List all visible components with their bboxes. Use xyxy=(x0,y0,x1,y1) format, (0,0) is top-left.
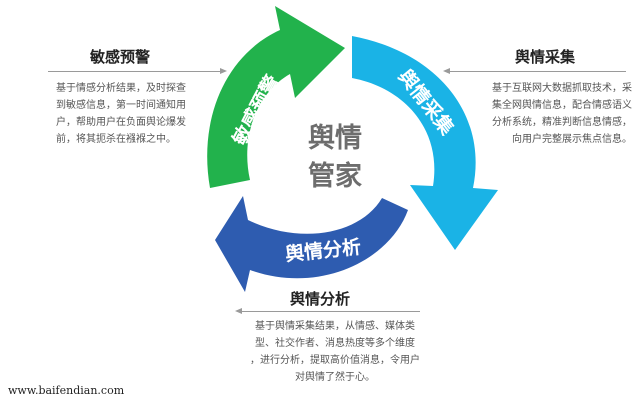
right-text-line: 向用户完整展示焦点信息。 xyxy=(512,134,632,145)
left-section-text: 基于情感分析结果，及时探查 到敏感信息，第一时间通知用 户，帮助用户在负面舆论爆… xyxy=(56,80,216,148)
bottom-section-text: 基于舆情采集结果，从情感、媒体类 型、社交作者、消息热度等多个维度 ，进行分析，… xyxy=(250,318,420,386)
bottom-text-line: 型、社交作者、消息热度等多个维度 xyxy=(255,338,415,349)
right-section-text: 基于互联网大数据抓取技术，采 集全网舆情信息，配合情感语义 分析系统，精准判断信… xyxy=(462,80,632,148)
bottom-section-arrowhead xyxy=(235,308,242,314)
cyan-arc xyxy=(352,36,498,250)
bottom-section-title: 舆情分析 xyxy=(290,290,351,308)
left-section-title: 敏感预警 xyxy=(90,48,151,66)
bottom-text-line: ，进行分析，提取高价值消息，令用户 xyxy=(250,355,420,366)
blue-arc xyxy=(215,196,408,292)
center-title: 舆情 管家 xyxy=(290,120,380,196)
center-title-line2: 管家 xyxy=(308,161,362,192)
left-section-rule xyxy=(48,71,220,72)
left-text-line: 到敏感信息，第一时间通知用 xyxy=(56,100,186,111)
center-title-line1: 舆情 xyxy=(308,123,362,154)
bottom-text-line: 基于舆情采集结果，从情感、媒体类 xyxy=(255,321,415,332)
bottom-text-line: 对舆情了然于心。 xyxy=(295,372,375,383)
right-section-rule xyxy=(450,71,626,72)
footer-url: www.baifendian.com xyxy=(8,384,125,397)
green-arc xyxy=(207,6,345,188)
left-text-line: 前，将其扼杀在襁褓之中。 xyxy=(56,134,176,145)
left-text-line: 户，帮助用户在负面舆论爆发 xyxy=(56,117,186,128)
right-text-line: 集全网舆情信息，配合情感语义 xyxy=(492,100,632,111)
left-section-arrowhead xyxy=(220,68,227,74)
right-text-line: 分析系统，精准判断信息情感， xyxy=(492,117,632,128)
right-text-line: 基于互联网大数据抓取技术，采 xyxy=(492,83,632,94)
right-section-title: 舆情采集 xyxy=(515,48,576,66)
right-section-arrowhead xyxy=(443,68,450,74)
left-text-line: 基于情感分析结果，及时探查 xyxy=(56,83,186,94)
bottom-section-rule xyxy=(242,311,420,312)
